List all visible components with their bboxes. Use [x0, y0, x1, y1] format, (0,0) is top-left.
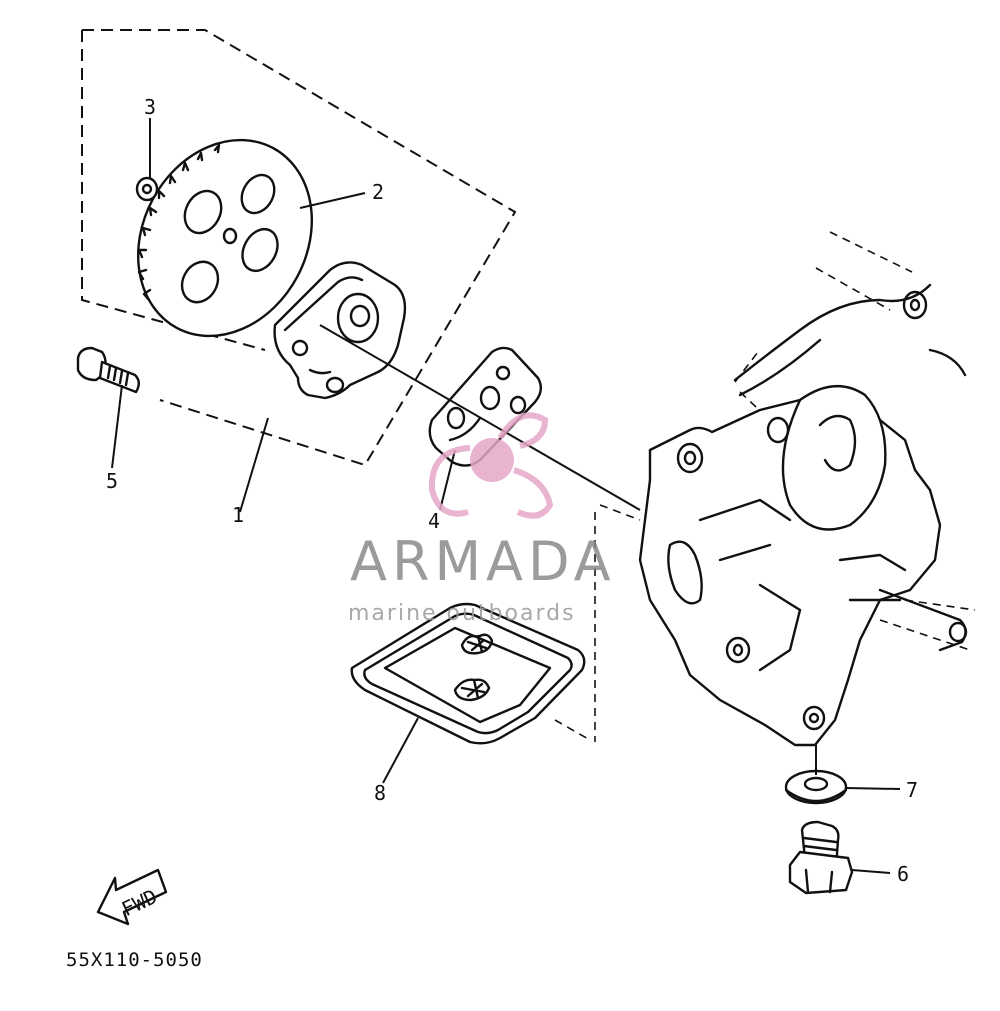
diagram-part-number: 55X110-5050	[66, 949, 203, 971]
assembly-boundary	[81, 29, 517, 467]
driven-gear-part	[136, 138, 314, 338]
leader-line-2	[299, 192, 366, 209]
callout-8: 8	[374, 781, 386, 805]
bolt-part	[76, 346, 140, 394]
gasket-part	[428, 346, 543, 467]
armada-watermark: ARMADA marine outboards	[348, 412, 616, 626]
watermark-brand: ARMADA	[350, 530, 616, 593]
callout-5: 5	[106, 469, 118, 493]
callout-1: 1	[232, 503, 244, 527]
watermark-tagline: marine outboards	[348, 601, 576, 626]
callout-7: 7	[906, 778, 918, 802]
leader-line-7	[845, 787, 901, 790]
leader-line-5	[111, 384, 123, 469]
leader-line-1	[239, 417, 269, 513]
leader-line-8	[382, 717, 419, 784]
assembly-axis-line	[319, 324, 641, 511]
drain-plug-part	[788, 820, 854, 895]
callout-3: 3	[144, 95, 156, 119]
propeller-logo-icon	[428, 412, 554, 519]
callout-6: 6	[897, 862, 909, 886]
oil-strainer-part	[350, 602, 586, 745]
callout-2: 2	[372, 180, 384, 204]
circlip-part	[135, 176, 159, 202]
oil-pump-housing	[273, 261, 407, 400]
leader-line-4	[439, 449, 456, 511]
crankcase-outline	[554, 231, 976, 747]
callout-4: 4	[428, 509, 440, 533]
fwd-arrow: FWD	[96, 868, 168, 926]
leader-line-6	[851, 869, 891, 874]
washer-part	[784, 769, 848, 805]
